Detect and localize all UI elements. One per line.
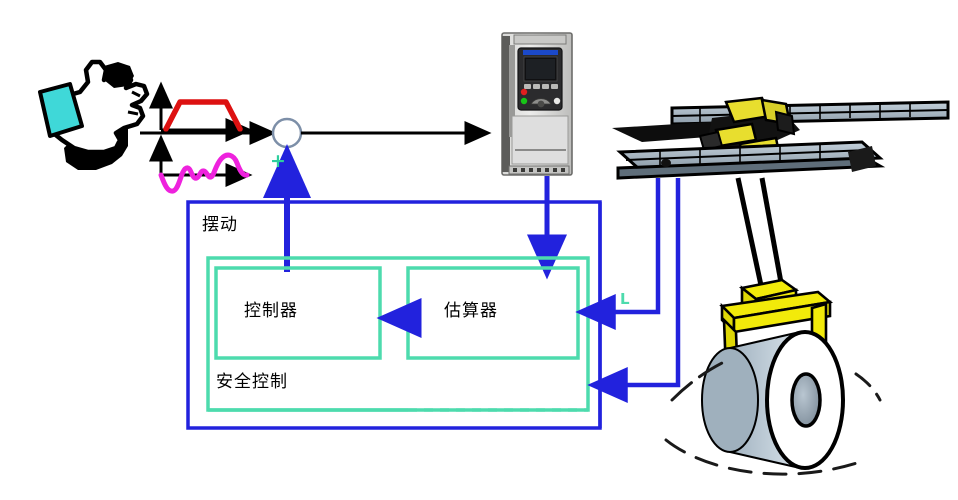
crane-feedback-wires: [575, 178, 681, 428]
summing-junction: [271, 117, 303, 149]
status-led-red: [520, 88, 528, 96]
velocity-reference-waveform: [149, 81, 253, 142]
status-led-green: [520, 97, 528, 105]
steel-coil-load: [701, 330, 845, 470]
variable-frequency-drive: [501, 32, 573, 176]
swing-arc-guides: [664, 360, 882, 476]
hoist-ropes: [735, 177, 785, 291]
safety-control-label: 安全控制: [216, 372, 288, 392]
safety-control-block: [206, 256, 590, 412]
sway-signal-waveform: [149, 134, 253, 194]
controller-block: [214, 266, 382, 360]
swing-frame-label: 摆动: [202, 215, 238, 235]
controller-label: 控制器: [244, 301, 298, 321]
gantry-crane: [612, 96, 950, 180]
rope-length-label: L: [620, 290, 630, 308]
joystick-lever: [38, 82, 84, 138]
estimator-label: 估算器: [444, 301, 498, 321]
summing-plus-label: +: [270, 150, 286, 172]
operator-hand-joystick: [38, 59, 150, 170]
